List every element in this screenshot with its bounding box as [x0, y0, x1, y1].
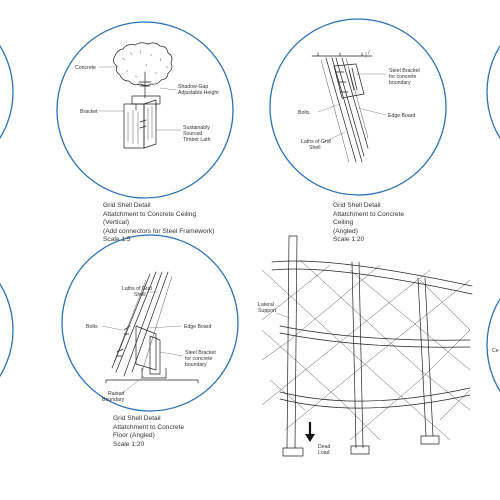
concrete-slab-drawing [113, 42, 173, 86]
lath-line-c [113, 275, 173, 373]
label-laths-line1: Laths of Grid [301, 139, 331, 145]
partial-circle-top-left [0, 44, 14, 140]
footing-left [282, 447, 304, 457]
bolt-heads [116, 325, 131, 357]
timber-lath-side [143, 99, 157, 149]
timber-lath-left [123, 103, 145, 149]
partial-circle-bottom-left [0, 282, 14, 378]
label-lateral-line1: Lateral [258, 302, 274, 308]
footing-right [420, 435, 440, 445]
bracket-drawing [131, 95, 161, 105]
label-timber-line3: Timber Lath [183, 137, 211, 143]
beam-bottom [279, 387, 471, 409]
concrete-edge [311, 52, 373, 57]
label-bracket: Bracket [80, 109, 98, 115]
detail-circle [56, 21, 234, 199]
label-lateral-line2: Support [258, 308, 277, 314]
lath-line-a [123, 271, 169, 377]
steel-bracket-drawing [333, 63, 365, 99]
label-steel-bracket-line1: Steel Bracket [185, 350, 216, 356]
beam-middle [279, 325, 471, 348]
label-dead-line2: Load [318, 450, 330, 456]
label-steel-bracket-line3: boundary [185, 362, 207, 368]
lath-line-a [325, 57, 363, 163]
detail-ceiling-angled: Steel Bracket for concrete boundary Bolt… [269, 18, 447, 196]
label-laths-line2: Shell [134, 292, 146, 298]
label-bolts: Bolts [298, 110, 310, 116]
detail-circle [269, 18, 447, 196]
detail-ceiling-vertical: Concrete Shadow-Gap Adjustable Height Br… [56, 21, 234, 199]
label-shadow-gap-line1: Shadow-Gap [178, 84, 208, 90]
caption-ceiling-vertical: Grid Shell Detail Attatchment to Concret… [103, 202, 214, 245]
caption-line: Attatchment to Concrete [333, 210, 405, 218]
footing-middle [350, 445, 370, 455]
label-concrete: Concrete [75, 65, 96, 71]
partial-circle-top-right [486, 44, 500, 140]
post-middle [351, 261, 364, 449]
caption-line: (Add connectors for Steel Framework) [103, 227, 215, 235]
label-shadow-gap-line2: Adjustable Height [178, 90, 219, 96]
post-right [417, 277, 434, 437]
label-steel-bracket-line3: boundary [389, 80, 411, 86]
label-timber-line2: Sourced [183, 131, 202, 137]
edge-board-drawing [135, 325, 157, 371]
partial-detail-circles: Ce [0, 44, 500, 393]
beam-top [271, 260, 473, 295]
steel-bracket-drawing [149, 335, 161, 375]
lath-line-b [335, 57, 369, 157]
caption-line: (Angled) [333, 227, 358, 235]
grid-shell-frame-sketch: Lateral Support Dead Load [258, 235, 473, 457]
label-laths-line1: Laths of Grid [122, 286, 152, 292]
label-bolts: Bolts [86, 324, 98, 330]
label-laths-line2: Shell [309, 145, 321, 151]
partial-circle-bottom-right [486, 297, 500, 393]
caption-floor-angled: Grid Shell Detail Attatchment to Concret… [113, 415, 184, 449]
lath-line-b [111, 271, 157, 373]
label-raised-line2: Boundary [102, 397, 125, 403]
post-left [286, 235, 298, 449]
label-steel-bracket-line2: for concrete [185, 356, 213, 362]
caption-line: Grid Shell Detail [333, 202, 381, 209]
caption-line: Attatchment to Concrete Ceiling [103, 210, 197, 218]
caption-ceiling-angled: Grid Shell Detail Attatchment to Concret… [333, 202, 404, 245]
label-steel-bracket-line2: for concrete [389, 74, 417, 80]
fixing-marks [365, 49, 371, 58]
edge-board-drawing [348, 67, 358, 91]
floor-edge [105, 379, 199, 384]
detail-circle [61, 234, 239, 412]
label-timber-line1: Sustainably [183, 125, 210, 131]
caption-line: Scale 1:20 [333, 236, 365, 244]
caption-line: Grid Shell Detail [103, 202, 151, 209]
dead-load-arrow-head [305, 434, 315, 442]
caption-line: Attatchment to Concrete [113, 423, 185, 431]
caption-line: Scale 1:5 [103, 236, 131, 244]
label-steel-bracket-line1: Steel Bracket [389, 68, 420, 74]
rod-nuts [138, 81, 152, 87]
timber-grain [127, 106, 153, 144]
raised-boundary-drawing [141, 367, 167, 379]
bolt-marks [139, 119, 147, 129]
label-dead-line1: Dead [318, 444, 331, 450]
bolt-heads [335, 71, 349, 93]
caption-line: (Vertical) [103, 219, 130, 227]
partial-label-right: Ce [492, 348, 499, 354]
label-edge-board: Edge Board [184, 324, 212, 330]
caption-line: Ceiling [333, 219, 354, 227]
concrete-texture [121, 49, 169, 78]
label-raised-line1: Raised [108, 391, 124, 397]
caption-line: Floor (Angled) [113, 432, 155, 440]
bracket-flanges [135, 103, 157, 111]
caption-line: Scale 1:20 [113, 440, 145, 448]
label-edge-board: Edge Board [388, 113, 416, 119]
detail-floor-angled: Laths of Grid Shell Bolts Edge Board Ste… [61, 234, 239, 412]
caption-line: Grid Shell Detail [113, 415, 161, 422]
